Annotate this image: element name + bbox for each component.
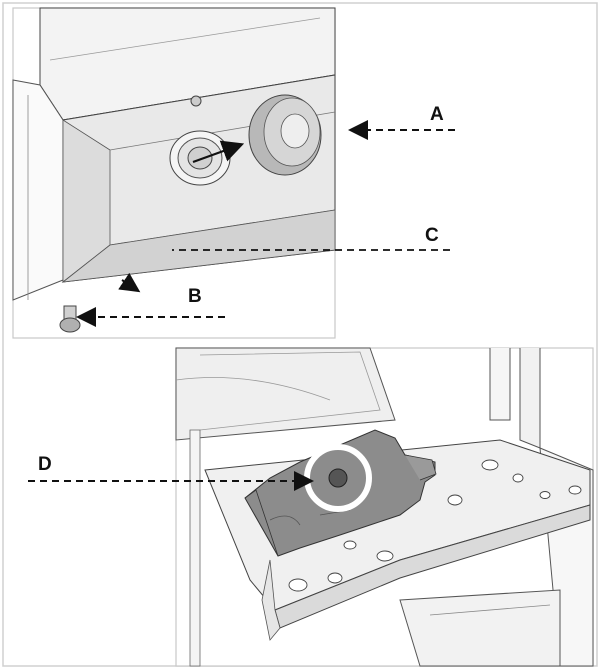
lower-drawer	[399, 589, 561, 667]
lower-panel: D	[28, 347, 594, 667]
pump-body-edge	[244, 489, 279, 557]
cavity-ceiling-curve	[175, 377, 331, 401]
label-a: A	[430, 104, 444, 125]
plate-hole	[539, 491, 551, 499]
fixing-screw	[328, 468, 348, 488]
plate-hole	[327, 572, 343, 584]
control-panel-lower-strip	[61, 209, 336, 283]
cavity-left-post	[189, 429, 201, 667]
plate-hole	[568, 485, 582, 495]
cavity-top-shelf	[175, 347, 396, 441]
cavity-right-wall	[489, 348, 511, 421]
appliance-left-side	[12, 79, 64, 301]
panel-tilt-arrow	[118, 272, 141, 293]
foot-screw-head	[59, 317, 81, 333]
plate-hole	[447, 494, 463, 506]
plate-hole	[481, 459, 499, 471]
knob-direction-arrow	[192, 140, 245, 164]
plate-hole	[288, 578, 308, 592]
label-b: B	[188, 286, 202, 307]
appliance-top-inner-line	[49, 17, 321, 61]
pump-outlet	[404, 454, 437, 481]
label-d: D	[38, 454, 52, 475]
dial-socket-shaft	[187, 146, 213, 170]
foot-screw	[59, 305, 81, 333]
label-c: C	[425, 225, 439, 246]
panel-screw	[190, 95, 202, 107]
control-knob	[248, 94, 322, 176]
cavity-right-wall-2	[519, 348, 541, 449]
plate-hole	[376, 550, 394, 562]
knob-center	[280, 113, 310, 149]
cavity-top-shelf-line	[199, 351, 381, 431]
upper-panel: A C B	[12, 7, 455, 339]
plate-hole	[512, 473, 524, 483]
lower-drawer-line	[429, 604, 551, 616]
mounting-plate-lower	[261, 559, 281, 641]
plate-hole	[343, 540, 357, 550]
